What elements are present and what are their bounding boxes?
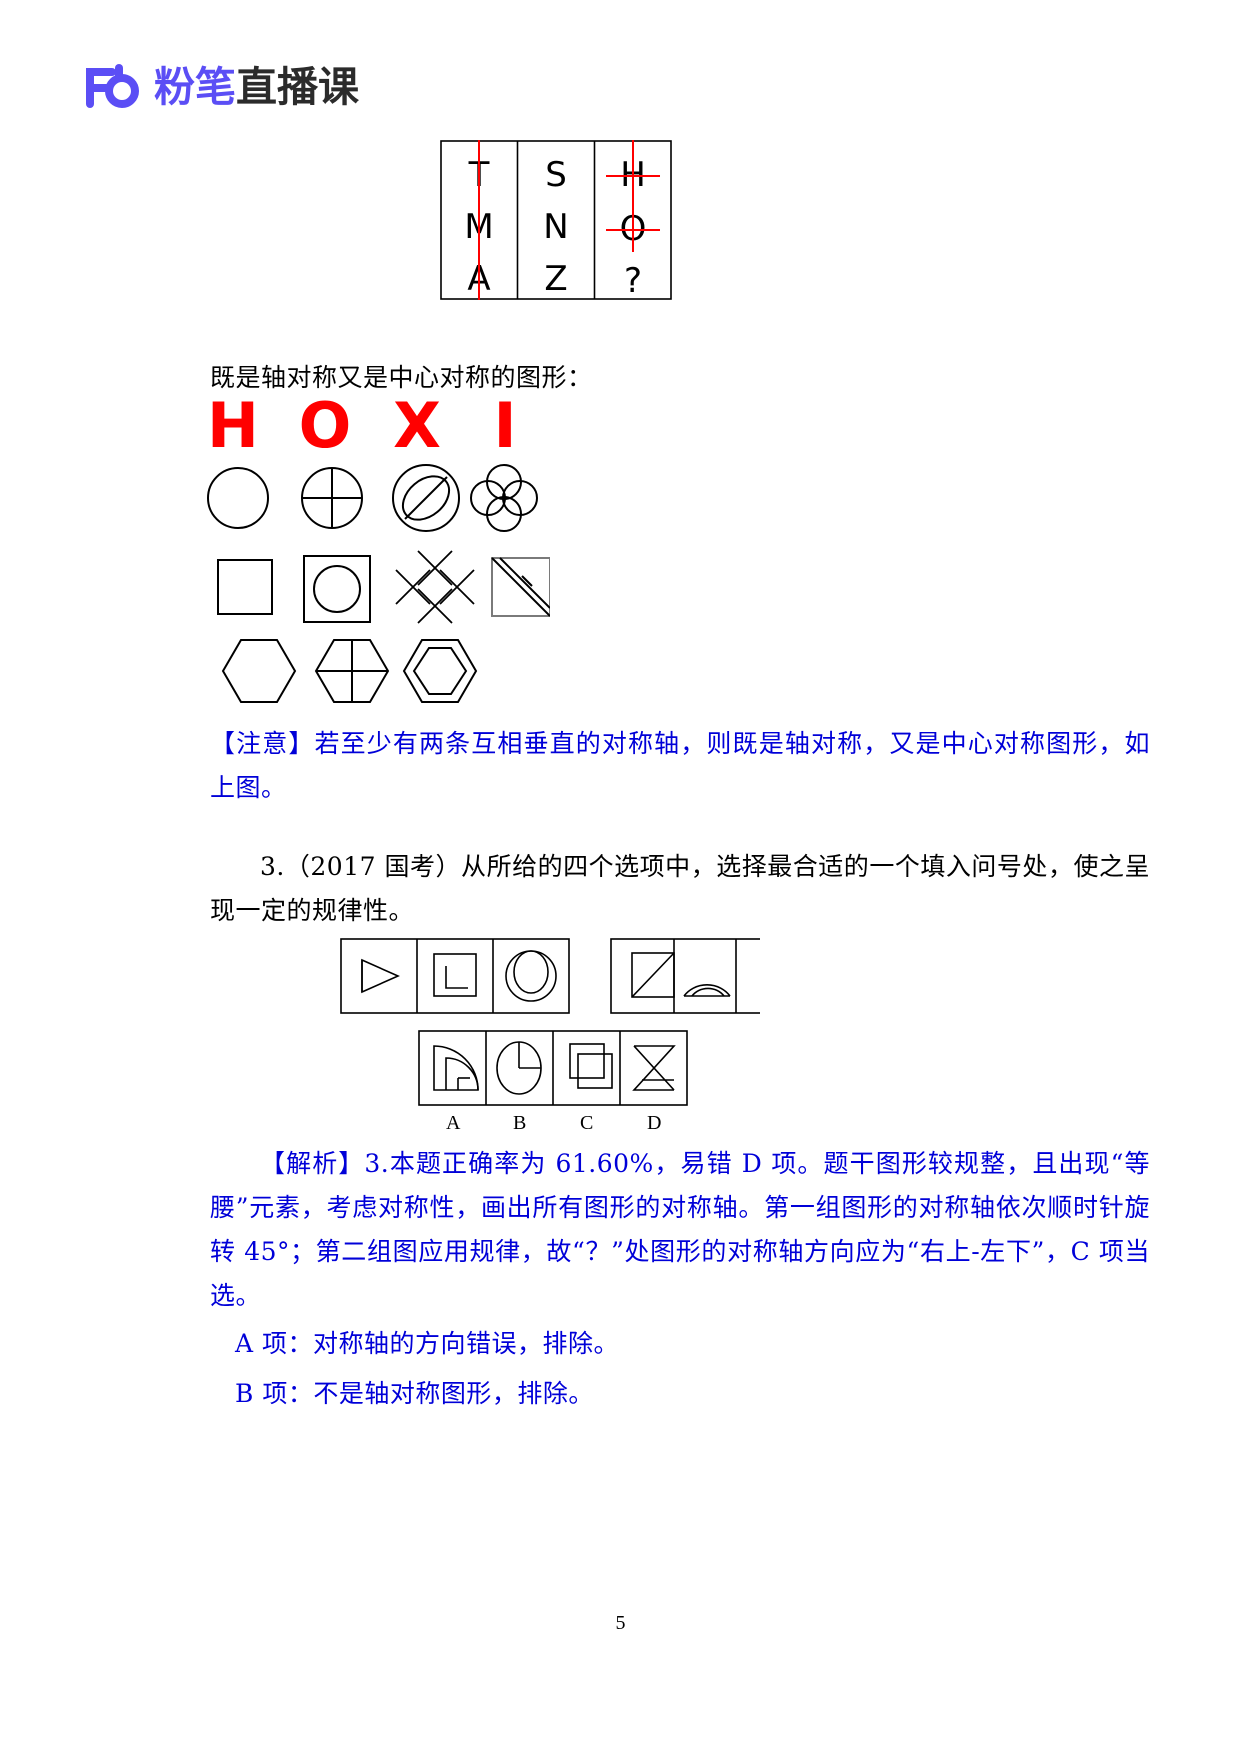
option-label-d: D <box>647 1112 662 1134</box>
explanation-paragraph-3: B 项：不是轴对称图形，排除。 <box>235 1379 594 1408</box>
question3-source: （2017 国考） <box>284 852 462 881</box>
shape-double-hexagon <box>402 639 478 703</box>
fb-logo-icon <box>86 64 139 108</box>
letter-grid-figure: T M A S N Z H O ? <box>440 138 672 305</box>
explanation-paragraph-1: 【解析】3.本题正确率为 61.60%，易错 D 项。题干图形较规整，且出现“等… <box>210 1142 1150 1318</box>
red-letters-row: H O X I <box>205 389 535 465</box>
note-label: 【注意】 <box>210 729 315 758</box>
option-label-b: B <box>513 1112 527 1134</box>
red-letter-i: I <box>493 392 516 460</box>
stem-arch-dome <box>683 984 731 997</box>
shape-square-with-circle <box>303 555 371 623</box>
svg-text:N: N <box>543 207 568 247</box>
brand-logo: 粉笔直播课 <box>78 62 359 112</box>
svg-text:S: S <box>545 155 567 195</box>
question3-prompt: 3.（2017 国考）从所给的四个选项中，选择最合适的一个填入问号处，使之呈现一… <box>210 845 1150 933</box>
brand-name-cn2: 直播课 <box>236 62 359 111</box>
option-labels: A B C D <box>418 1112 688 1138</box>
shape-four-petal-flower <box>470 464 538 532</box>
shape-circle-with-slashed-oval <box>392 464 460 532</box>
red-letter-o: O <box>299 392 352 460</box>
option-b-shape <box>496 1041 542 1095</box>
shape-square <box>217 559 273 615</box>
option-a-shape <box>433 1045 479 1091</box>
option-c-shape <box>569 1043 613 1089</box>
shapes-row-3 <box>218 634 478 713</box>
shape-circle <box>207 467 269 529</box>
question3-text: 从所给的四个选项中，选择最合适的一个填入问号处，使之呈现一定的规律性。 <box>210 852 1150 925</box>
question3-stem-figure: ? <box>340 938 800 1021</box>
note-text: 若至少有两条互相垂直的对称轴，则既是轴对称，又是中心对称图形，如上图。 <box>210 729 1150 802</box>
question3-options-figure <box>418 1030 688 1113</box>
brand-name-cn: 粉笔 <box>154 62 236 111</box>
red-letter-x: X <box>393 392 441 460</box>
stem-nested-squares <box>433 953 477 997</box>
question3-number: 3. <box>260 852 285 881</box>
shapes-row-1 <box>200 460 550 541</box>
page-number: 5 <box>615 1612 626 1634</box>
brand-logo-text: 粉笔直播课 <box>154 66 359 108</box>
svg-text:Z: Z <box>544 259 567 299</box>
shapes-row-2 <box>200 548 551 629</box>
option-label-c: C <box>580 1112 594 1134</box>
svg-text:?: ? <box>624 261 642 300</box>
option-label-a: A <box>446 1112 461 1134</box>
shape-square-with-diagonal-band <box>491 557 551 617</box>
stem-circle-ellipse <box>505 950 557 1002</box>
red-letter-h: H <box>207 392 259 460</box>
shape-double-cross-diamond <box>395 550 475 624</box>
option-d-shape <box>632 1045 676 1091</box>
explanation-text-1: 3.本题正确率为 61.60%，易错 D 项。题干图形较规整，且出现“等腰”元素… <box>210 1149 1150 1310</box>
explanation-label: 【解析】 <box>260 1149 365 1178</box>
explanation-paragraph-2: A 项：对称轴的方向错误，排除。 <box>235 1329 620 1358</box>
caption-symmetric-figures: 既是轴对称又是中心对称的图形： <box>210 363 593 392</box>
stem-triangle <box>361 958 400 994</box>
shape-hexagon <box>221 639 297 703</box>
stem-square-diagonal <box>631 952 675 998</box>
note-block: 【注意】若至少有两条互相垂直的对称轴，则既是轴对称，又是中心对称图形，如上图。 <box>210 722 1150 810</box>
